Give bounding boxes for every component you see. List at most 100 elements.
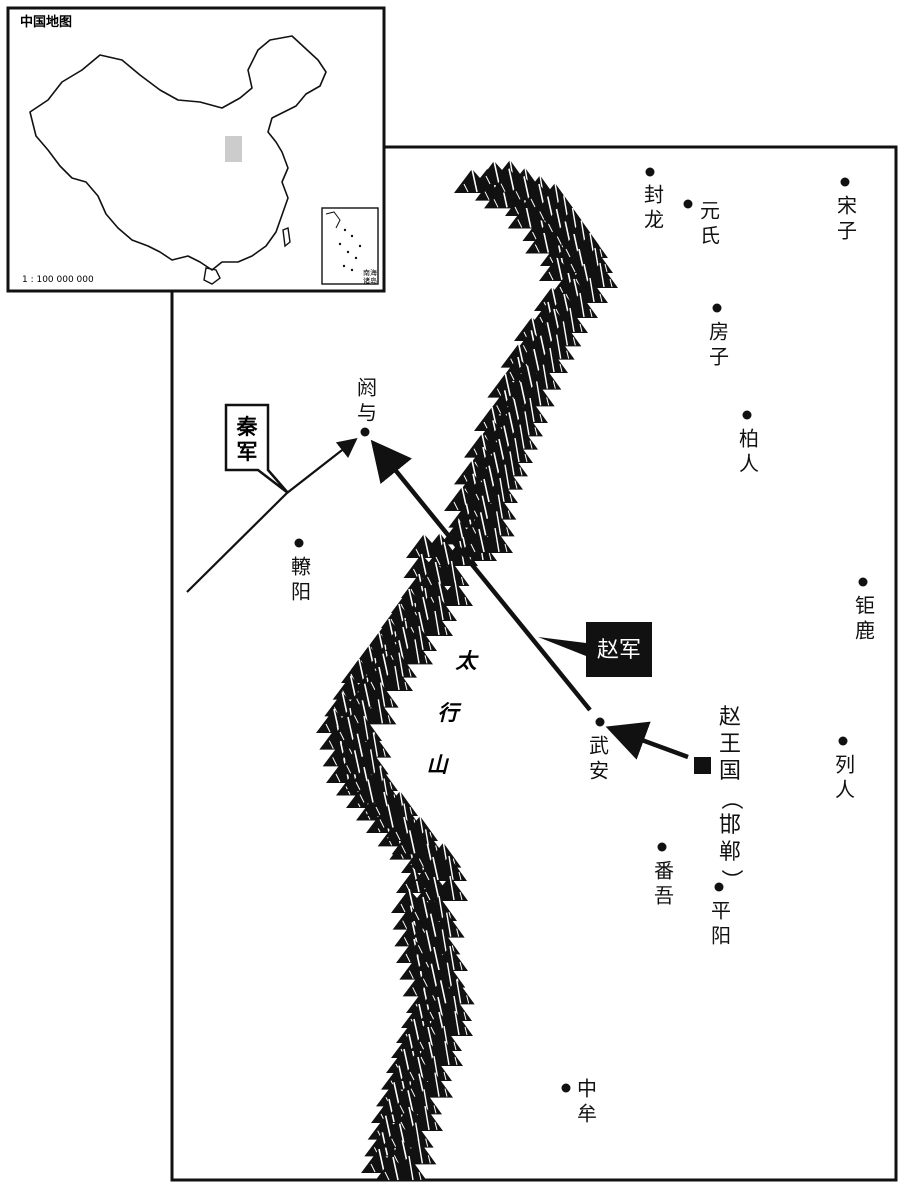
mountain-name-char-2: 行 (438, 701, 463, 725)
mountain-peak-icon (408, 929, 461, 955)
city-label-panwu: 吾 (654, 884, 674, 908)
dot-icon (742, 410, 752, 420)
city-fenglong: 封龙 (644, 167, 664, 232)
city-label-songzi: 宋 (837, 194, 857, 218)
mountain-name-char-3: 山 (427, 753, 450, 777)
mountain-peak-icon (336, 749, 389, 775)
south-china-sea-inset (321, 207, 379, 285)
zhao-march-arrow (605, 721, 689, 760)
city-label-fangzi: 房 (709, 320, 729, 344)
city-boren: 柏人 (739, 410, 759, 476)
city-songzi: 宋子 (837, 177, 857, 243)
city-fangzi: 房子 (709, 303, 729, 369)
city-eyu: 阏与 (357, 376, 377, 437)
qin-army-text-2: 军 (237, 440, 258, 464)
dot-icon (294, 538, 304, 548)
city-label-zhangyang: 轑 (291, 555, 311, 579)
city-label-eyu: 与 (357, 401, 377, 425)
mountain-peak-icon (464, 494, 517, 520)
dot-icon (561, 1083, 571, 1093)
south-china-sea-label-4: 岛 (370, 276, 377, 285)
dot-icon (595, 717, 605, 727)
city-label-boren: 人 (739, 452, 759, 476)
city-label-yuanshi: 氏 (700, 224, 720, 248)
mountain-peak-icon (462, 511, 515, 537)
city-label-boren: 柏 (739, 427, 759, 451)
city-lieren: 列人 (835, 736, 855, 802)
taihang-mountains-south (316, 532, 478, 1181)
south-china-sea-label-2: 海 (370, 268, 377, 277)
city-label-fangzi: 子 (709, 345, 729, 369)
city-label-zhangyang: 阳 (291, 580, 311, 604)
dot-icon (683, 199, 693, 209)
capital-label: 赵王国（邯郸） (718, 705, 743, 891)
dot-icon (712, 303, 722, 313)
city-zhongmou: 中牟 (561, 1077, 597, 1126)
dot-icon (714, 882, 724, 892)
city-label-panwu: 番 (654, 859, 674, 883)
dot-icon (838, 736, 848, 746)
city-markers: 封龙元氏宋子房子柏人阏与轑阳钜鹿武安列人番吾平阳中牟 (291, 167, 875, 1126)
mountain-peak-icon (415, 855, 467, 881)
city-label-fenglong: 封 (644, 183, 664, 207)
mountain-peak-icon (516, 347, 568, 373)
taiwan-island (282, 227, 291, 248)
dot-icon (840, 177, 850, 187)
city-panwu: 番吾 (654, 842, 674, 908)
main-map-frame (170, 145, 898, 1182)
dot-icon (858, 577, 868, 587)
mountain-peak-icon (375, 1155, 427, 1181)
city-label-lieren: 人 (835, 778, 855, 802)
city-label-lieren: 列 (835, 753, 855, 777)
zhao-army-label: 赵军 (538, 622, 652, 677)
city-label-eyu: 阏 (357, 376, 377, 400)
city-wuan: 武安 (589, 717, 609, 783)
mountain-peak-icon (401, 610, 453, 636)
inset-scale: 1 : 100 000 000 (22, 275, 94, 285)
inset-frame (6, 6, 386, 293)
city-label-wuan: 安 (589, 759, 609, 783)
city-label-zhongmou: 中 (577, 1077, 597, 1101)
taihang-mountains-north (440, 159, 618, 561)
qin-army-label: 秦 军 (224, 403, 289, 494)
mountain-peak-icon (390, 1089, 442, 1115)
capital-label-char: （ (718, 788, 743, 810)
city-label-julu: 鹿 (855, 619, 875, 643)
square-icon (694, 757, 711, 774)
city-label-songzi: 子 (837, 219, 857, 243)
inset-title: 中国地图 (20, 14, 72, 30)
mountain-peak-icon (421, 580, 473, 606)
zhao-army-route-arrow (370, 439, 592, 712)
mountain-peak-icon (384, 1139, 437, 1165)
qin-army-text-1: 秦 (236, 415, 259, 439)
dot-icon (360, 427, 370, 437)
city-zhangyang: 轑阳 (291, 538, 311, 604)
capital-label-char: 国 (719, 759, 741, 784)
city-label-yuanshi: 元 (700, 199, 720, 223)
city-label-fenglong: 龙 (644, 208, 664, 232)
mountain-peak-icon (416, 945, 468, 971)
capital-label-char: 赵 (719, 705, 741, 730)
mountain-peak-icon (422, 979, 475, 1005)
dot-icon (645, 167, 655, 177)
mountain-peak-icon (416, 875, 468, 901)
city-label-julu: 钜 (855, 594, 875, 618)
city-label-pingyang: 阳 (711, 924, 731, 948)
city-label-zhongmou: 牟 (577, 1102, 597, 1126)
mountain-peak-icon (339, 732, 392, 758)
qin-army-route-arrow (186, 437, 358, 593)
south-china-sea-label-3: 诸 (363, 276, 370, 285)
capital-label-char: 王 (719, 732, 741, 757)
mountain-peak-icon (466, 477, 518, 503)
capital-label-char: 郸 (719, 840, 741, 865)
city-label-pingyang: 平 (711, 899, 731, 923)
capital-label-char: ） (718, 869, 743, 891)
location-highlight (225, 136, 242, 162)
mountain-peak-icon (461, 527, 513, 553)
zhao-army-text: 赵军 (597, 638, 641, 663)
city-julu: 钜鹿 (855, 577, 875, 643)
mountain-name-char-1: 太 (455, 649, 480, 673)
hainan-island (203, 267, 221, 285)
